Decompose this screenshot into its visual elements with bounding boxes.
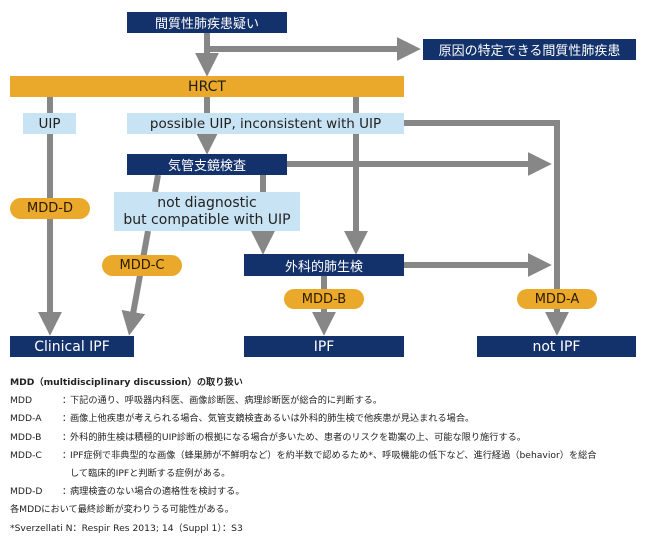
note-mdd-d: MDD-D ：病理検査のない場合の適格性を検討する。 — [10, 483, 655, 501]
note-text: IPF症例で非典型的な画像（蜂巣肺が不鮮明など）を約半数で認めるため*、呼吸機能… — [70, 449, 597, 461]
note-mdd-c-continuation: して臨床的IPFと判断する症例がある。 — [70, 468, 231, 480]
suspected-ild-box: 間質性肺疾患疑い — [127, 12, 287, 33]
note-mdd-b: MDD-B ：外科的肺生検は積極的UIP診断の根拠になる場合が多いため、患者のリス… — [10, 429, 655, 447]
note-key: MDD — [10, 395, 33, 407]
note-mdd: MDD ：下記の通り、呼吸器内科医、画像診断医、病理診断医が総合的に判断する。 — [10, 392, 655, 410]
not-diagnostic-line1: not diagnostic — [157, 194, 257, 211]
identifiable-cause-ild-box: 原因の特定できる間質性肺疾患 — [423, 39, 636, 60]
hrct-bar: HRCT — [10, 76, 404, 97]
not-diagnostic-label: not diagnostic but compatible with UIP — [114, 192, 300, 231]
note-separator: ： — [62, 413, 72, 425]
mdd-notes: MDD（multidisciplinary discussion）の取り扱い M… — [10, 374, 655, 538]
note-text: 画像上他疾患が考えられる場合、気管支鏡検査あるいは外科的肺生検で他疾患が見込まれ… — [70, 413, 475, 425]
not-diagnostic-line2: but compatible with UIP — [123, 211, 291, 228]
arrow-possible-uip-to-not-ipf — [404, 120, 569, 336]
note-key: MDD-A — [10, 413, 42, 425]
note-separator: ： — [62, 431, 72, 443]
citation: *Sverzellati N：Respir Res 2013; 14（Suppl… — [10, 522, 243, 534]
uip-label: UIP — [23, 113, 76, 134]
mdd-b-pill: MDD-B — [284, 289, 364, 309]
clinical-ipf-box: Clinical IPF — [10, 336, 134, 357]
note-mdd-c: MDD-C ：IPF症例で非典型的な画像（蜂巣肺が不鮮明など）を約半数で認めるため… — [10, 447, 655, 465]
note-text: 下記の通り、呼吸器内科医、画像診断医、病理診断医が総合的に判断する。 — [70, 395, 383, 407]
ipf-box: IPF — [244, 336, 404, 357]
arrow-bronchoscopy-to-clinical-ipf — [121, 230, 151, 336]
note-key: MDD-D — [10, 486, 43, 498]
note-text: 病理検査のない場合の適格性を検討する。 — [70, 486, 245, 498]
mdd-d-pill: MDD-D — [10, 198, 90, 219]
mdd-a-pill: MDD-A — [517, 289, 597, 309]
notes-heading: MDD（multidisciplinary discussion）の取り扱い — [10, 377, 243, 388]
note-mdd-a: MDD-A ：画像上他疾患が考えられる場合、気管支鏡検査あるいは外科的肺生検で他疾… — [10, 410, 655, 428]
connector-layer — [38, 33, 569, 336]
note-separator: ： — [62, 449, 72, 461]
note-text: 外科的肺生検は積極的UIP診断の根拠になる場合が多いため、患者のリスクを勘案の上… — [70, 431, 526, 443]
note-separator: ： — [62, 486, 72, 498]
note-separator: ： — [62, 395, 72, 407]
bronchoscopy-box: 気管支鏡検査 — [127, 154, 287, 175]
possible-uip-label: possible UIP, inconsistent with UIP — [127, 113, 404, 134]
note-key: MDD-B — [10, 431, 42, 443]
surgical-lung-biopsy-box: 外科的肺生検 — [244, 254, 404, 276]
mdd-c-pill: MDD-C — [102, 255, 182, 276]
not-ipf-box: not IPF — [477, 336, 636, 357]
line-bronchoscopy-to-not-diagnostic-left — [152, 174, 161, 193]
notes-footer-line: 各MDDにおいて最終診断が変わりうる可能性がある。 — [10, 504, 234, 516]
flowchart: 間質性肺疾患疑い 原因の特定できる間質性肺疾患 HRCT UIP possibl… — [10, 12, 636, 357]
note-key: MDD-C — [10, 449, 42, 461]
